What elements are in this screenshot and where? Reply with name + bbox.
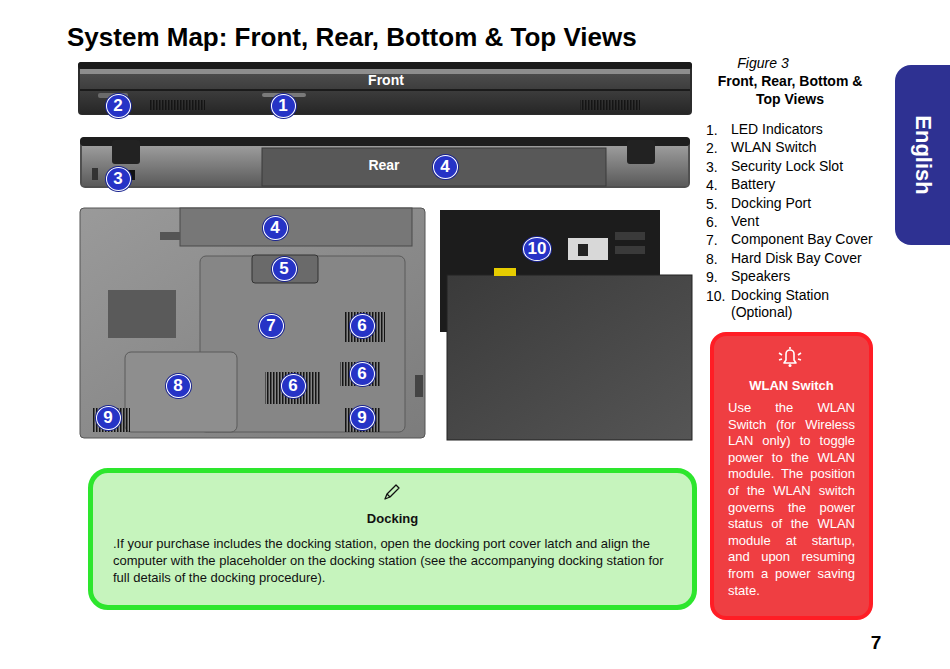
list-number: 3. (706, 158, 718, 176)
box-body: .If your purchase includes the docking s… (113, 535, 672, 586)
part-name: Vent (731, 213, 889, 230)
list-number: 9. (706, 268, 718, 286)
list-number: 7. (706, 231, 718, 249)
callout-text: 7 (266, 316, 275, 336)
figure-number: Figure 3 (737, 54, 788, 72)
callout-text: 2 (113, 96, 122, 116)
callout-number: 6 (350, 314, 375, 338)
callout-number: 5 (272, 257, 297, 281)
callout-number: 10 (523, 237, 552, 261)
callout-text: 3 (113, 169, 122, 189)
part-name: LED Indicators (731, 121, 889, 138)
callout-text: 4 (440, 157, 449, 177)
callout-text: 9 (357, 408, 366, 428)
callout-text: 8 (173, 376, 182, 396)
callout-number: 2 (106, 94, 131, 118)
callout-text: 6 (357, 364, 366, 384)
front-view-photo (78, 62, 692, 115)
page-title: System Map: Front, Rear, Bottom & Top Vi… (67, 22, 637, 53)
list-number: 1. (706, 121, 718, 139)
list-number: 10. (706, 287, 725, 305)
box-heading: WLAN Switch (728, 378, 855, 394)
rear-view-photo (80, 137, 690, 188)
part-name: WLAN Switch (731, 139, 889, 156)
view-label: Rear (368, 157, 399, 173)
callout-text: 6 (357, 316, 366, 336)
list-number: 6. (706, 213, 718, 231)
callout-number: 9 (96, 406, 121, 430)
list-number: 4. (706, 176, 718, 194)
callout-text: 5 (279, 259, 288, 279)
figure-caption: Front, Rear, Bottom & Top Views (710, 72, 870, 108)
page-number: 7 (871, 632, 882, 654)
list-number: 2. (706, 139, 718, 157)
part-name: Docking Port (731, 195, 889, 212)
list-number: 8. (706, 250, 718, 268)
part-name: Hard Disk Bay Cover (731, 250, 889, 267)
view-label: Front (368, 72, 404, 88)
callout-number: 6 (281, 374, 306, 398)
callout-text: 10 (528, 239, 547, 259)
callout-text: 1 (278, 96, 287, 116)
callout-number: 9 (350, 406, 375, 430)
callout-number: 6 (350, 362, 375, 386)
warning-box: WLAN SwitchUse the WLAN Switch (for Wire… (710, 332, 873, 620)
part-name: Security Lock Slot (731, 158, 889, 175)
docking-station-photo (440, 210, 692, 440)
part-name: Component Bay Cover (731, 231, 889, 248)
callout-number: 1 (271, 94, 296, 118)
tab-text: English (910, 115, 936, 194)
callout-text: 9 (103, 408, 112, 428)
part-name: Docking Station (Optional) (731, 287, 889, 321)
callout-number: 4 (263, 216, 288, 240)
language-tab: English (895, 65, 950, 245)
alarm-icon (776, 343, 804, 371)
part-name: Battery (731, 176, 889, 193)
callout-text: 4 (270, 218, 279, 238)
callout-number: 4 (433, 155, 458, 179)
callout-number: 8 (166, 374, 191, 398)
bottom-view-photo (80, 208, 425, 438)
part-name: Speakers (731, 268, 889, 285)
list-number: 5. (706, 195, 718, 213)
box-heading: Docking (113, 511, 672, 527)
callout-number: 7 (259, 314, 284, 338)
callout-number: 3 (106, 167, 131, 191)
callout-text: 6 (288, 376, 297, 396)
box-body: Use the WLAN Switch (for Wireless LAN on… (728, 400, 855, 599)
pencil-icon (382, 482, 402, 502)
